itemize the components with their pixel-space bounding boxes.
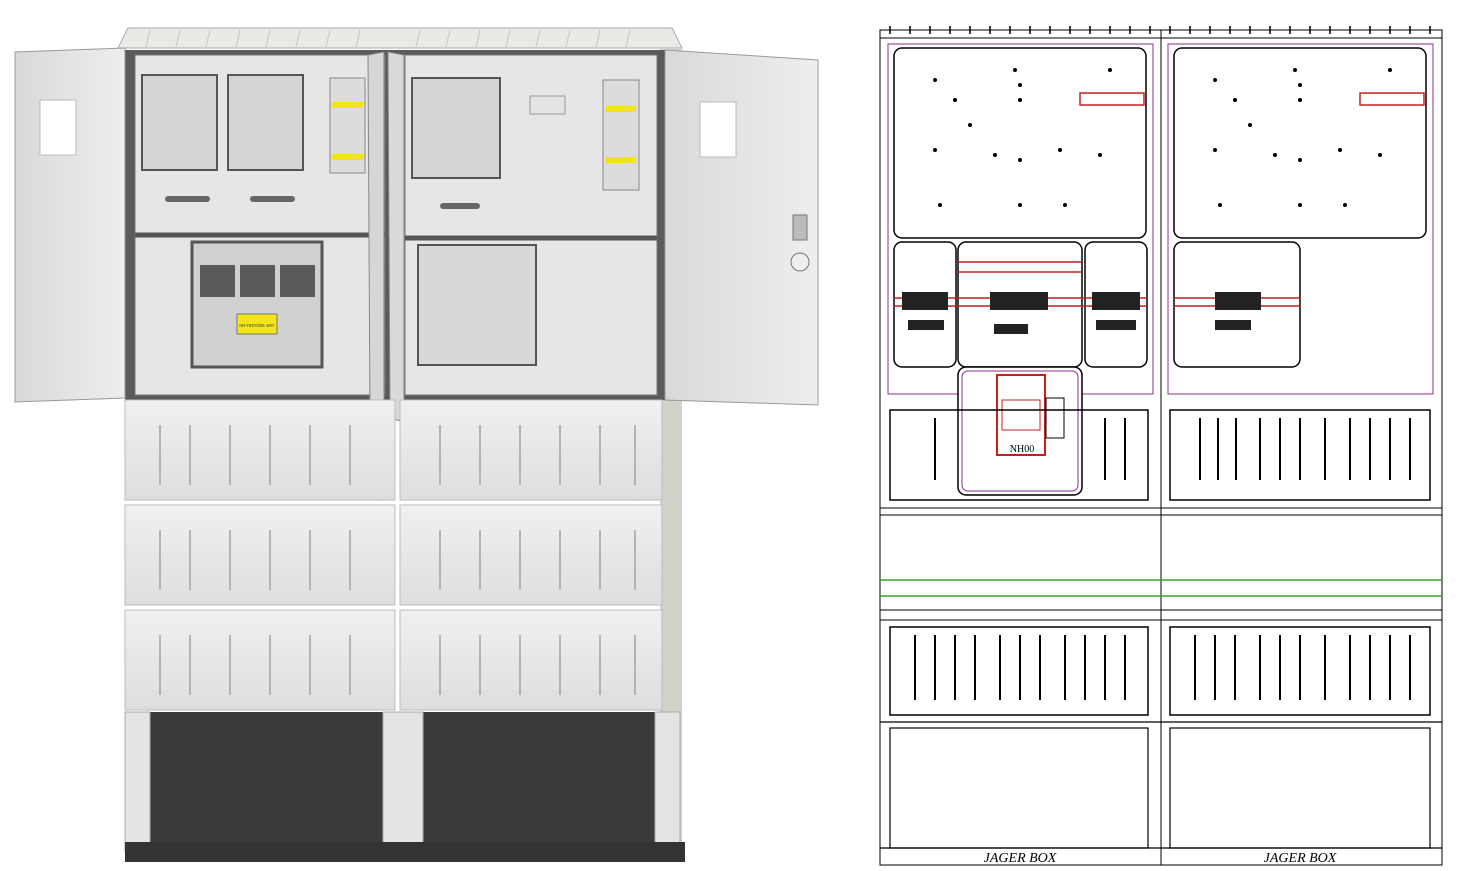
brand-label-left: JAGER BOX — [984, 851, 1057, 866]
brand-label-right: JAGER BOX — [1264, 851, 1337, 866]
ground-line — [880, 579, 1442, 597]
nh00-label: NH00 — [1010, 444, 1034, 455]
nh00-fuse-box: NH00 — [957, 366, 1083, 496]
louver-row-2 — [889, 626, 1431, 716]
base-section — [880, 721, 1442, 849]
warning-sign — [236, 313, 278, 335]
cabinet-roof — [117, 27, 683, 49]
lower-panels — [124, 399, 663, 711]
door-lock[interactable] — [790, 252, 810, 272]
left-meter-compartment — [887, 43, 1154, 395]
left-door[interactable] — [14, 47, 126, 403]
door-handle[interactable] — [792, 214, 808, 241]
center-door-left[interactable] — [367, 51, 385, 423]
cabinet-3d-render: NH-TRENNER 400V — [14, 27, 819, 862]
left-meter-plate — [893, 47, 1147, 239]
center-door-right[interactable] — [387, 51, 405, 423]
warning-sign-text: NH-TRENNER 400V — [239, 323, 275, 328]
door-window — [699, 101, 737, 158]
cabinet-base — [124, 711, 685, 862]
right-meter-compartment — [1167, 43, 1434, 395]
technical-drawing: NH00 — [879, 26, 1443, 866]
louver-row-1 — [889, 409, 1431, 501]
upper-compartment: NH-TRENNER 400V — [125, 50, 665, 400]
right-door[interactable] — [664, 49, 819, 406]
right-meter-plate — [1173, 47, 1427, 239]
door-window — [39, 99, 77, 156]
